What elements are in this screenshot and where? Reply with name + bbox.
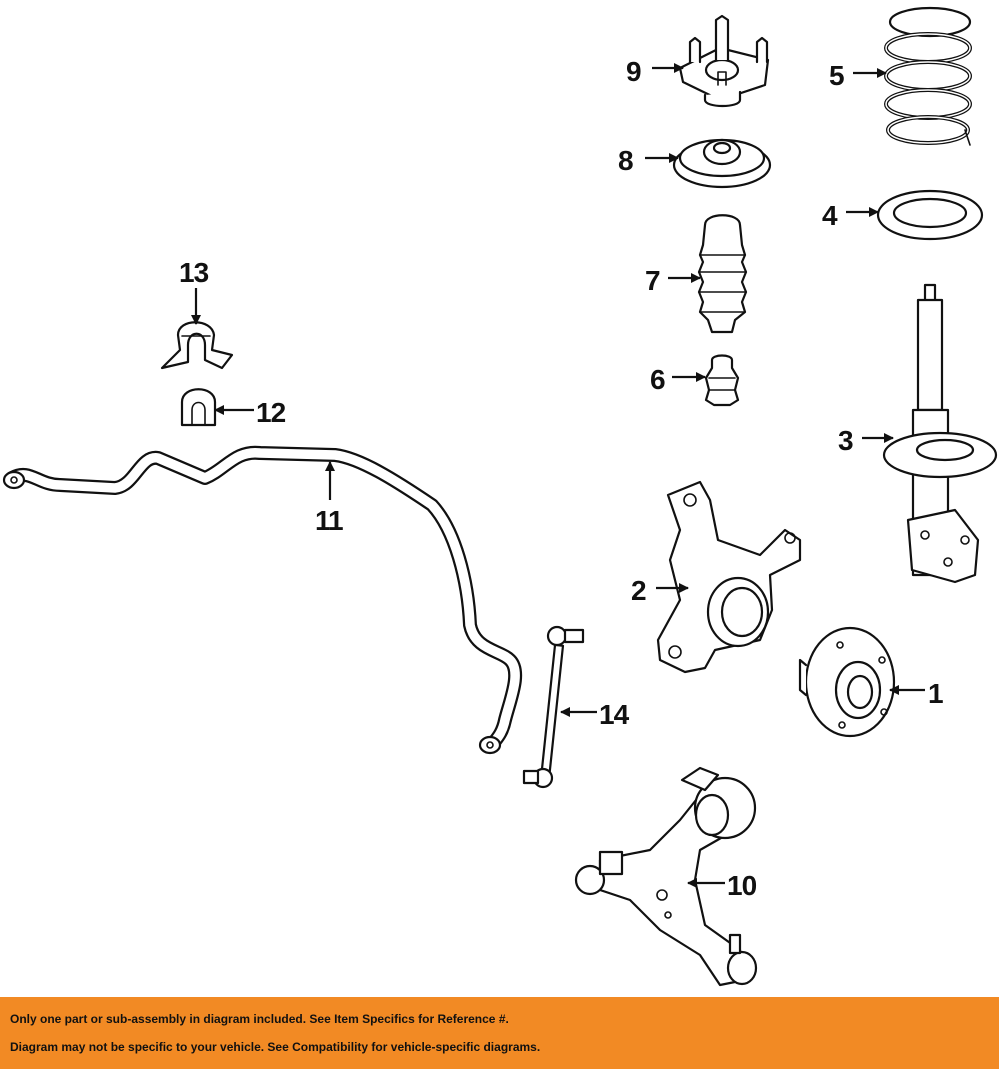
stabilizer-bushing-part <box>180 388 217 427</box>
callout-10: 10 <box>727 870 757 901</box>
spring-insulator-part <box>876 189 984 241</box>
lower-control-arm-part <box>574 766 758 987</box>
disclaimer-line-2: Diagram may not be specific to your vehi… <box>10 1040 541 1054</box>
dust-boot-part <box>697 214 748 334</box>
callout-6: 6 <box>650 364 665 395</box>
callout-11: 11 <box>315 505 343 536</box>
callout-14: 14 <box>599 699 630 730</box>
callout-7: 7 <box>645 265 660 296</box>
callout-arrows <box>191 63 925 888</box>
callout-12: 12 <box>256 397 286 428</box>
stabilizer-link-part <box>522 625 585 789</box>
bump-stop-part <box>704 354 740 407</box>
callout-8: 8 <box>618 145 633 176</box>
callout-9: 9 <box>626 56 641 87</box>
upper-spring-seat-part <box>672 138 772 189</box>
callout-3: 3 <box>838 425 853 456</box>
wheel-hub-part <box>798 626 896 738</box>
suspension-parts-diagram: 1 2 3 4 5 6 7 8 9 10 11 12 13 14 <box>2 6 998 987</box>
callout-2: 2 <box>631 575 646 606</box>
coil-spring-part <box>884 6 972 146</box>
strut-mount-part <box>678 14 770 108</box>
disclaimer-banner: Only one part or sub-assembly in diagram… <box>0 997 999 1069</box>
callout-4: 4 <box>822 200 838 231</box>
strut-assembly-part <box>882 283 998 584</box>
stabilizer-bar-part <box>2 445 523 755</box>
disclaimer-line-1: Only one part or sub-assembly in diagram… <box>10 1012 509 1026</box>
callout-5: 5 <box>829 60 844 91</box>
steering-knuckle-part <box>656 480 802 674</box>
callout-13: 13 <box>179 257 209 288</box>
callout-1: 1 <box>928 678 943 709</box>
stabilizer-bracket-part <box>160 321 234 370</box>
